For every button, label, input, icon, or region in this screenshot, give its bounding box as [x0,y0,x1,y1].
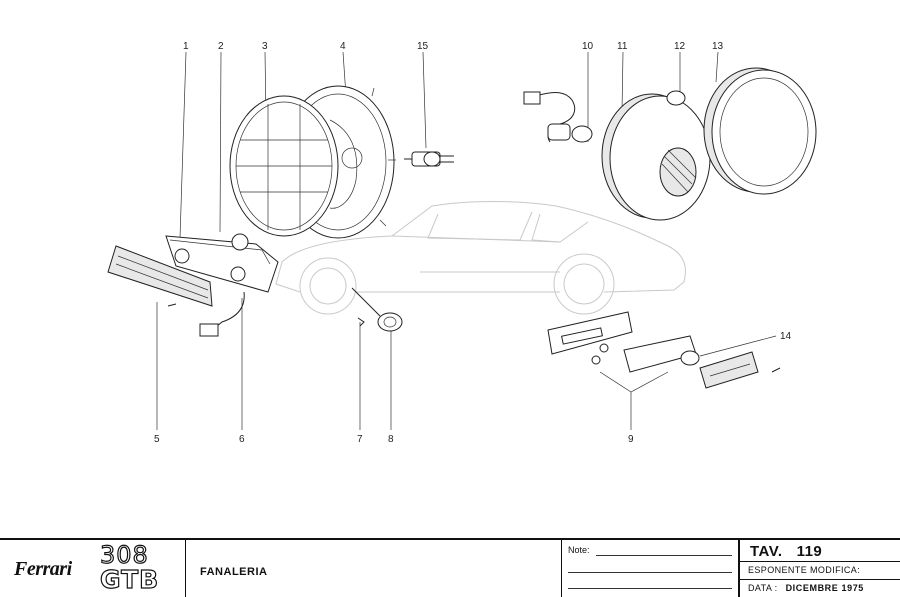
callout-5: 5 [154,434,160,445]
note-line [568,588,732,589]
callout-2: 2 [218,41,224,52]
row-divider [740,561,900,562]
model-number: 308 [99,541,149,569]
revision-label: ESPONENTE MODIFICA: [748,565,861,575]
description-cell: FANALERIA [186,540,562,597]
callout-3: 3 [262,41,268,52]
headlamp-lens [229,95,339,237]
table-number: TAV. 119 [750,543,822,560]
rear-lamp-inner [523,91,711,221]
rear-indicator-assembly [547,311,781,389]
table-info-cell: TAV. 119 ESPONENTE MODIFICA: DATA : DICEMB… [740,540,900,597]
callout-4: 4 [340,41,346,52]
car-silhouette-outline [275,201,686,315]
front-indicator-lens [107,245,213,307]
callout-13: 13 [712,41,724,52]
callout-15: 15 [417,41,429,52]
callout-7: 7 [357,434,363,445]
table-number-value: 119 [796,543,823,560]
notes-cell: Note: [562,540,740,597]
front-indicator-bracket [165,233,279,337]
note-line [568,572,732,573]
leader-lines [156,51,777,430]
ferrari-logo: Ferrari [14,558,72,580]
note-line [596,555,732,556]
callout-12: 12 [674,41,686,52]
halogen-bulb [404,151,454,167]
date-value: DICEMBRE 1975 [785,583,864,593]
callout-10: 10 [582,41,594,52]
logo-cell: Ferrari 308 GTB [0,540,186,597]
note-label: Note: [568,545,590,555]
group-description: FANALERIA [200,566,268,578]
side-marker-lamp [351,287,403,332]
callout-9: 9 [628,434,634,445]
title-block: Ferrari 308 GTB FANALERIA Note: TAV. 119 … [0,538,900,597]
callout-6: 6 [239,434,245,445]
callout-8: 8 [388,434,394,445]
table-label: TAV. [750,543,783,560]
date-row: DATA : DICEMBRE 1975 [748,583,864,593]
callout-14: 14 [780,331,792,342]
callout-1: 1 [183,41,189,52]
callout-numbers: 1 2 3 4 15 10 11 12 13 5 6 7 8 14 9 [154,41,792,445]
parts-exploded-diagram: 1 2 3 4 15 10 11 12 13 5 6 7 8 14 9 [107,41,817,445]
model-variant: GTB [99,565,160,594]
callout-11: 11 [617,41,628,52]
rear-lamp-outer [666,67,817,195]
row-divider [740,579,900,580]
date-label: DATA : [748,583,778,593]
